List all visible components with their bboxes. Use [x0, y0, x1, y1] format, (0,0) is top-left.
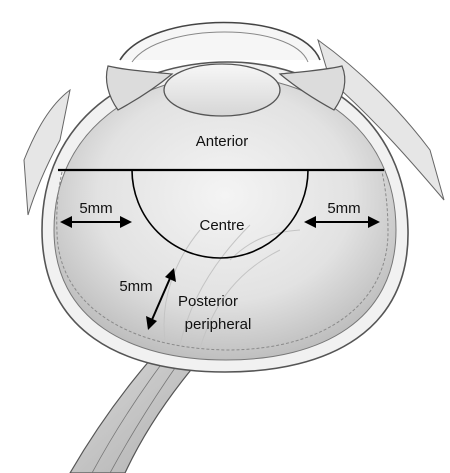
posterior-label-line2: peripheral	[185, 316, 252, 333]
measure-right-label: 5mm	[327, 200, 360, 217]
posterior-label-line1: Posterior	[178, 293, 238, 310]
measure-left-label: 5mm	[79, 200, 112, 217]
cornea	[120, 23, 320, 61]
optic-nerve	[70, 360, 195, 473]
centre-label: Centre	[199, 217, 244, 234]
anterior-label: Anterior	[196, 133, 249, 150]
lens	[164, 64, 280, 116]
measure-lower-label: 5mm	[119, 278, 152, 295]
